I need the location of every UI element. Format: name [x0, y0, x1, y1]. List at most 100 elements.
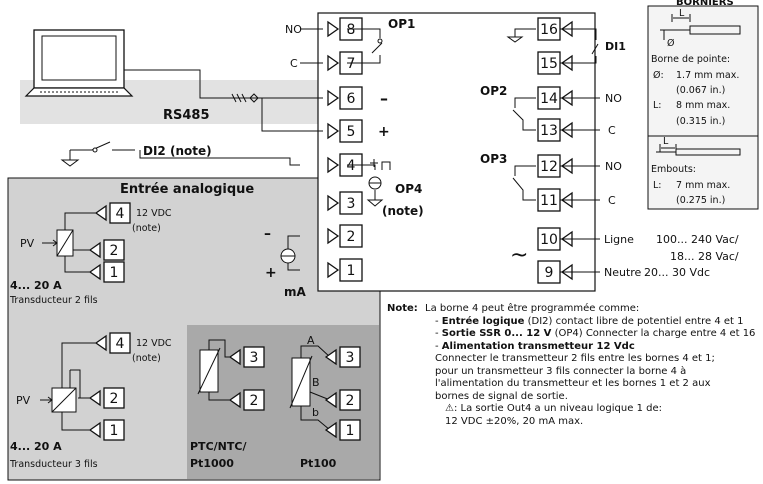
analog-terminal-1: 1 [88, 261, 125, 283]
note-item-1: - Entrée logique (DI2) contact libre de … [435, 315, 744, 327]
op2-label: OP2 [480, 84, 507, 98]
terminal-number: 1 [347, 263, 356, 279]
op1-label: OP1 [388, 17, 415, 31]
ma-minus: – [264, 226, 271, 242]
note-item-1-text: (DI2) contact libre de potentiel entre 4… [524, 315, 744, 327]
vdc-label-1: 12 VDC [136, 208, 172, 219]
bornes-l-top: L [679, 8, 685, 19]
terminal-number: 2 [110, 391, 119, 407]
terminal-number: 7 [347, 56, 356, 72]
bornes-pointe: Borne de pointe: [651, 54, 730, 65]
terminal-number: 9 [545, 265, 554, 281]
terminal-number: 2 [250, 393, 259, 409]
note-head: Note: [387, 303, 418, 314]
note-warning-2: 12 VDC ±20%, 20 mA max. [445, 415, 584, 427]
terminal-6: 6 [327, 86, 363, 110]
note-item-3: - Alimentation transmetteur 12 Vdc [435, 340, 635, 352]
terminal-3: 3 [327, 191, 363, 215]
analog-terminal-2: 2 [324, 389, 361, 411]
bornes-title: BORNIERS [676, 0, 734, 8]
terminal-13: 13 [537, 118, 573, 142]
vdc-note-2: (note) [132, 353, 161, 364]
note-list: La borne 4 peut être programmée comme: -… [425, 303, 763, 428]
terminal-2: 2 [327, 224, 363, 248]
note-item-1-bold: Entrée logique [441, 315, 525, 327]
op1-no-label: NO [285, 23, 302, 36]
pt100-b-lower: b [312, 406, 319, 419]
terminal-number: 15 [540, 56, 558, 72]
note-item-3-bold: Alimentation transmetteur 12 Vdc [441, 340, 635, 352]
op3-label: OP3 [480, 152, 507, 166]
terminal-number: 5 [347, 124, 356, 140]
op1-c-label: C [290, 57, 298, 70]
pt100-label: Pt100 [300, 457, 337, 470]
note-item-3-line-1: Connecter le transmetteur 2 fils entre l… [435, 353, 715, 364]
note-item-2-text: (OP4) Connecter la charge entre 4 et 16 [551, 328, 756, 339]
terminal-number: 6 [347, 91, 356, 107]
terminal-number: 4 [347, 158, 356, 174]
rs485-minus: – [380, 89, 388, 108]
note-warning: ⚠: La sortie Out4 a un niveau logique 1 … [425, 403, 763, 416]
di2-label: DI2 (note) [143, 144, 212, 158]
bornes-emb: Embouts: [651, 164, 696, 175]
note-item-3-line-4: bornes de signal de sortie. [435, 390, 568, 402]
transducer-3-wire [40, 342, 100, 431]
terminal-number: 2 [110, 243, 119, 259]
vdc-note-1: (note) [132, 223, 161, 234]
ma-plus: + [265, 265, 277, 281]
terminal-number: 10 [540, 232, 558, 248]
ma-label: mA [284, 285, 307, 299]
range-label-1: 4... 20 A [10, 279, 62, 292]
terminal-number: 1 [110, 265, 119, 281]
note-intro: La borne 4 peut être programmée comme: [425, 303, 640, 314]
note-item-3-line-2: pour un transmetteur 3 fils connecter la… [435, 365, 687, 377]
note-item-2-bold: Sortie SSR 0... 12 V [441, 328, 552, 339]
terminal-5: 5 [327, 119, 363, 143]
terminal-number: 16 [540, 22, 558, 38]
power-range-3: 20... 30 Vdc [644, 266, 710, 279]
bornes-e1b: 7 mm max. [676, 180, 730, 191]
note-warning-text: : La sortie Out4 a un niveau logique 1 d… [453, 403, 662, 414]
terminal-number: 3 [347, 196, 356, 212]
bornes-p2c: (0.315 in.) [676, 116, 725, 127]
di1-label: DI1 [605, 40, 626, 53]
bornes-p1b: 1.7 mm max. [676, 70, 739, 81]
terminal-number: 4 [116, 336, 125, 352]
op2-no-label: NO [605, 92, 622, 105]
bornes-e1c: (0.275 in.) [676, 195, 725, 206]
terminal-number: 13 [540, 123, 558, 139]
terminal-number: 2 [346, 393, 355, 409]
terminal-number: 11 [540, 193, 558, 209]
bornes-p1c: (0.067 in.) [676, 85, 725, 96]
op4-label: OP4 [395, 182, 422, 196]
analog-title: Entrée analogique [120, 182, 254, 197]
analog-terminal-1: 1 [88, 419, 125, 441]
analog-terminal-3: 3 [228, 346, 265, 368]
analog-terminal-4: 4 [94, 332, 131, 354]
ptc-label: PTC/NTC/ [190, 440, 247, 453]
pt1000-label: Pt1000 [190, 457, 234, 470]
terminal-number: 4 [116, 206, 125, 222]
pv-label-1: PV [20, 237, 35, 250]
terminal-number: 1 [346, 423, 355, 439]
pt100-a: A [307, 334, 315, 347]
analog-terminal-2: 2 [228, 389, 265, 411]
terminal-number: 3 [346, 350, 355, 366]
analog-terminal-4: 4 [94, 202, 131, 224]
bornes-p2a: L: [653, 100, 662, 111]
terminal-14: 14 [537, 86, 573, 110]
trans3-label: Transducteur 3 fils [9, 459, 98, 470]
range-label-2: 4... 20 A [10, 440, 62, 453]
bornes-p2b: 8 mm max. [676, 100, 730, 111]
pv-label-2: PV [16, 394, 31, 407]
ligne-label: Ligne [604, 233, 634, 246]
analog-terminal-1: 1 [324, 419, 361, 441]
op3-c-label: C [608, 194, 616, 207]
neutre-label: Neutre [604, 266, 642, 279]
terminal-number: 1 [110, 423, 119, 439]
terminal-number: 8 [347, 22, 356, 38]
terminal-number: 2 [347, 229, 356, 245]
transducer-2-wire [42, 212, 100, 273]
op4-note: (note) [382, 204, 424, 218]
terminal-1: 1 [327, 258, 363, 282]
